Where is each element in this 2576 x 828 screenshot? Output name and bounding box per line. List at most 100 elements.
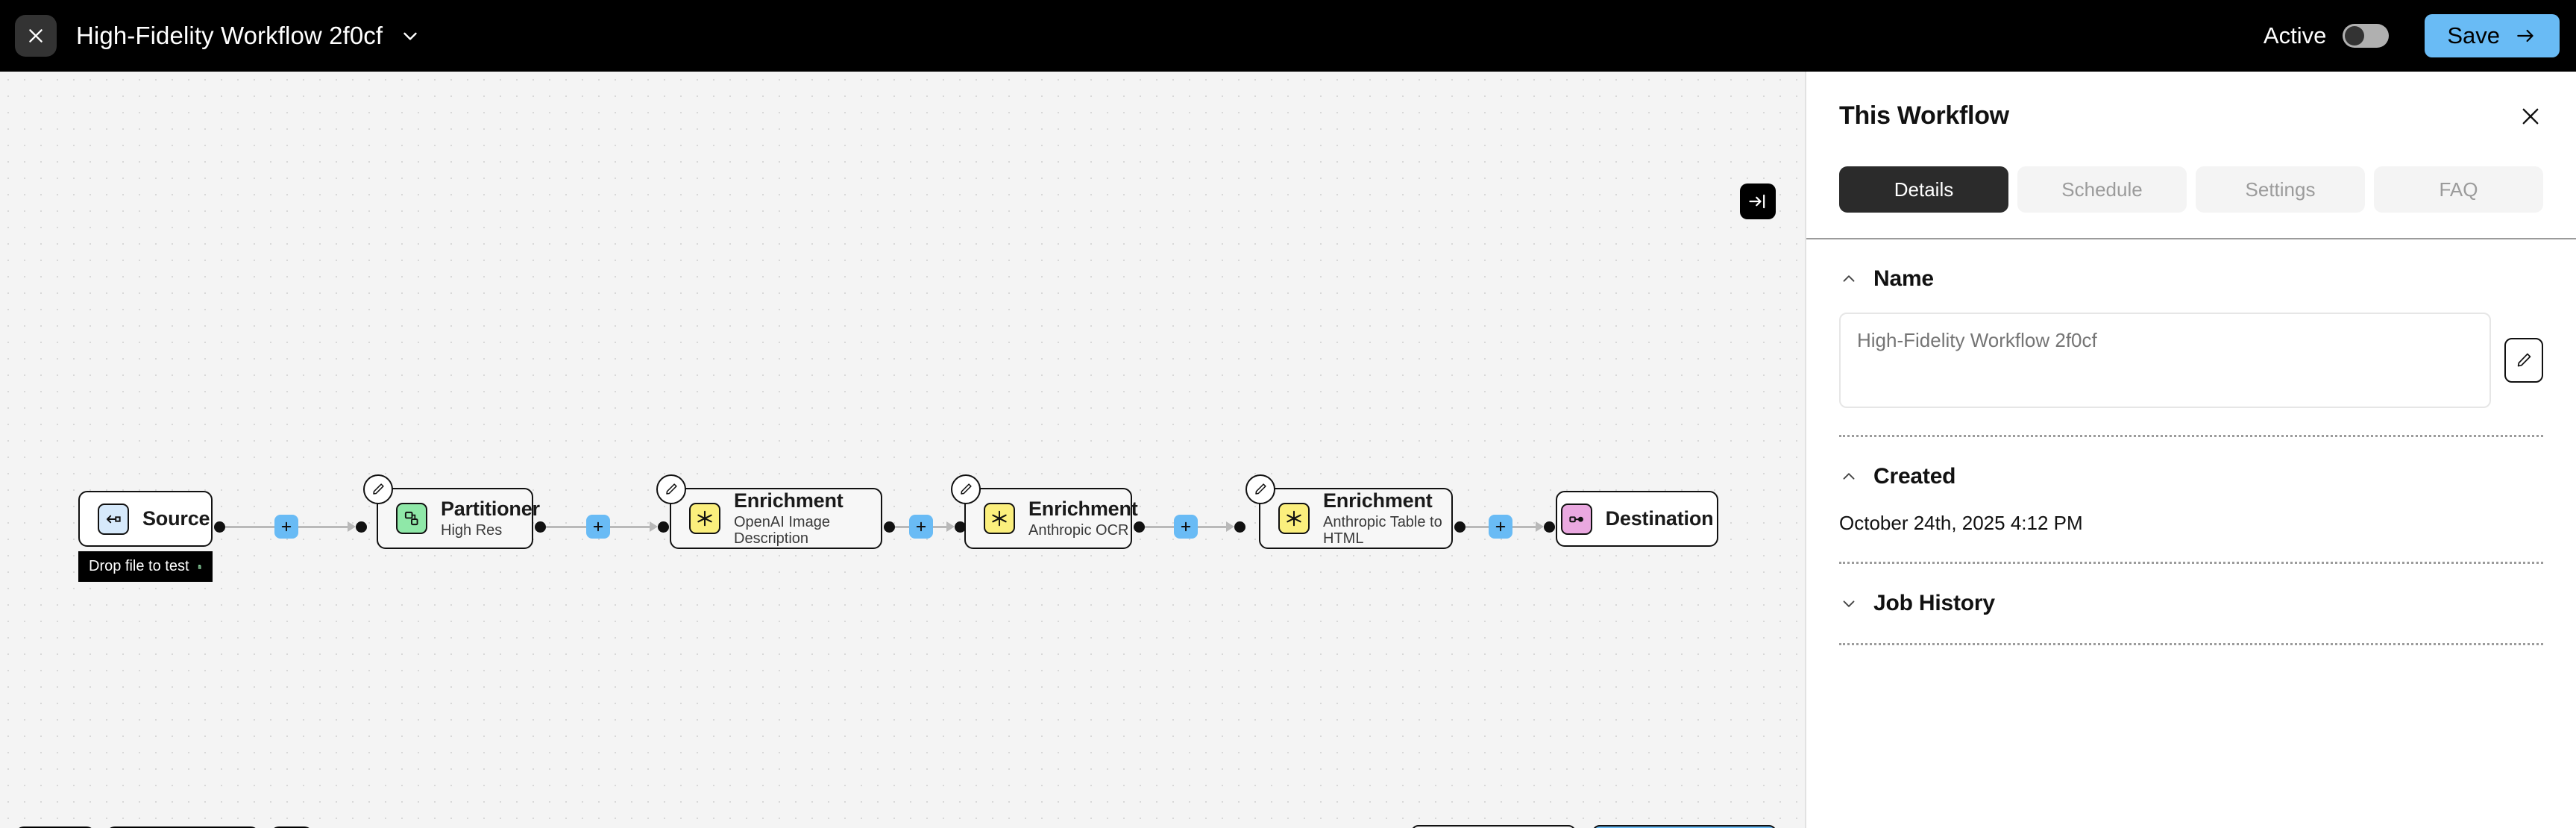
edge-handle-out[interactable] bbox=[884, 521, 895, 533]
node-edit-button[interactable] bbox=[363, 474, 393, 504]
divider-after-job-history bbox=[1839, 643, 2543, 645]
chevron-up-icon bbox=[1843, 473, 1855, 480]
chevron-up-icon bbox=[1843, 275, 1855, 282]
plus-icon bbox=[281, 521, 292, 532]
settings-button[interactable]: Settings bbox=[1410, 825, 1576, 828]
section-name-header[interactable]: Name bbox=[1839, 239, 2543, 292]
node-edit-button[interactable] bbox=[951, 474, 981, 504]
workflow-title-dropdown[interactable] bbox=[399, 25, 421, 47]
history-controls bbox=[15, 827, 95, 828]
node-enrichment-3-title: Enrichment bbox=[1323, 489, 1433, 512]
edge-source-partitioner bbox=[214, 512, 367, 542]
active-label: Active bbox=[2263, 22, 2327, 48]
edge-line bbox=[609, 525, 650, 528]
edge-handle-out[interactable] bbox=[1134, 521, 1145, 533]
zoom-controls: 71% bbox=[106, 827, 260, 828]
edit-name-button[interactable] bbox=[2504, 338, 2543, 383]
close-workflow-button[interactable] bbox=[15, 15, 57, 57]
node-enrichment-3-text: Enrichment Anthropic Table to HTML bbox=[1323, 489, 1451, 548]
edge-handle-in[interactable] bbox=[356, 521, 367, 533]
edge-enrichment-3-destination bbox=[1454, 512, 1555, 542]
edge-line bbox=[1466, 525, 1489, 528]
node-partitioner[interactable]: Partitioner High Res bbox=[363, 474, 540, 549]
tab-settings[interactable]: Settings bbox=[2196, 166, 2365, 213]
node-source[interactable]: Source bbox=[78, 491, 213, 547]
edge-arrow-icon bbox=[1226, 521, 1234, 532]
edge-handle-in[interactable] bbox=[955, 521, 966, 533]
section-created-header[interactable]: Created bbox=[1839, 437, 2543, 489]
node-partitioner-title: Partitioner bbox=[441, 497, 540, 520]
node-destination[interactable]: Destination bbox=[1556, 491, 1718, 547]
top-bar: High-Fidelity Workflow 2f0cf Active Save bbox=[0, 0, 2576, 72]
pencil-icon bbox=[373, 483, 384, 495]
tab-faq[interactable]: FAQ bbox=[2374, 166, 2543, 213]
edge-enrichment-1-2 bbox=[884, 512, 966, 542]
edge-handle-in[interactable] bbox=[658, 521, 669, 533]
edge-add-node-button[interactable] bbox=[1489, 515, 1512, 539]
workflow-name-input[interactable] bbox=[1839, 313, 2491, 408]
node-enrichment-3-subtitle: Anthropic Table to HTML bbox=[1323, 514, 1442, 548]
save-button[interactable]: Save bbox=[2425, 14, 2560, 57]
edge-handle-out[interactable] bbox=[1454, 521, 1466, 533]
edge-arrow-icon bbox=[650, 521, 658, 532]
partitioner-icon bbox=[396, 503, 427, 534]
edge-add-node-button[interactable] bbox=[1173, 515, 1198, 539]
add-node-button[interactable]: Add Node bbox=[1592, 825, 1777, 828]
edge-arrow-icon bbox=[348, 521, 356, 532]
top-bar-actions: Active Save bbox=[2264, 14, 2576, 57]
section-job-history-header[interactable]: Job History bbox=[1839, 564, 2543, 616]
edge-line bbox=[1145, 525, 1174, 528]
edge-arrow-icon bbox=[1536, 521, 1544, 532]
edge-line bbox=[895, 525, 909, 528]
active-toggle[interactable] bbox=[2343, 24, 2390, 48]
node-enrichment-anthropic-ocr[interactable]: Enrichment Anthropic OCR bbox=[951, 474, 1138, 549]
pencil-icon bbox=[2517, 353, 2531, 367]
edge-handle-out[interactable] bbox=[214, 521, 225, 533]
section-job-history: Job History bbox=[1806, 564, 2576, 616]
workflow-canvas[interactable]: Source Drop file to test bbox=[0, 72, 1805, 828]
edge-line bbox=[546, 525, 586, 528]
panel-close-button[interactable] bbox=[2518, 104, 2543, 129]
node-edit-button[interactable] bbox=[656, 474, 686, 504]
node-source-title: Source bbox=[142, 506, 210, 530]
edge-add-node-button[interactable] bbox=[274, 515, 298, 539]
edge-line bbox=[298, 525, 348, 528]
destination-icon bbox=[1560, 503, 1592, 535]
tab-settings-label: Settings bbox=[2245, 178, 2316, 201]
chevron-down-icon bbox=[1843, 600, 1855, 607]
node-source-text: Source bbox=[142, 506, 210, 530]
source-icon bbox=[98, 503, 129, 535]
node-enrichment-1-subtitle: OpenAI Image Description bbox=[734, 514, 830, 548]
save-button-label: Save bbox=[2447, 22, 2500, 48]
tab-schedule-label: Schedule bbox=[2061, 178, 2143, 201]
edge-handle-in[interactable] bbox=[1234, 521, 1245, 533]
enrichment-icon bbox=[984, 503, 1015, 534]
arrow-right-icon bbox=[2517, 29, 2533, 43]
collapse-panel-icon bbox=[1749, 194, 1765, 209]
edge-handle-in[interactable] bbox=[1544, 521, 1555, 533]
tab-schedule[interactable]: Schedule bbox=[2017, 166, 2187, 213]
workflow-flow: Source Drop file to test bbox=[0, 72, 1805, 828]
plus-icon bbox=[593, 521, 603, 532]
drop-file-tooltip[interactable]: Drop file to test bbox=[78, 551, 213, 582]
close-icon bbox=[2522, 108, 2539, 124]
node-edit-button[interactable] bbox=[1245, 474, 1275, 504]
close-icon bbox=[29, 29, 43, 43]
edge-line bbox=[1512, 525, 1536, 528]
node-enrichment-anthropic-table-to-html[interactable]: Enrichment Anthropic Table to HTML bbox=[1245, 474, 1453, 549]
collapse-panel-button[interactable] bbox=[1740, 184, 1776, 219]
edge-add-node-button[interactable] bbox=[585, 515, 610, 539]
edge-line bbox=[225, 525, 274, 528]
workflow-details-panel: This Workflow Details Schedule Settings … bbox=[1805, 72, 2576, 828]
section-name-title: Name bbox=[1873, 266, 1934, 291]
workflow-title: High-Fidelity Workflow 2f0cf bbox=[76, 22, 383, 49]
panel-tabs: Details Schedule Settings FAQ bbox=[1806, 131, 2576, 213]
pencil-icon bbox=[1255, 483, 1266, 495]
edge-add-node-button[interactable] bbox=[908, 515, 933, 539]
fit-to-screen-button[interactable] bbox=[270, 827, 313, 828]
node-enrichment-openai-image-description[interactable]: Enrichment OpenAI Image Description bbox=[656, 474, 882, 549]
edge-handle-out[interactable] bbox=[535, 521, 546, 533]
tab-details[interactable]: Details bbox=[1839, 166, 2008, 213]
section-created-title: Created bbox=[1873, 464, 1956, 489]
